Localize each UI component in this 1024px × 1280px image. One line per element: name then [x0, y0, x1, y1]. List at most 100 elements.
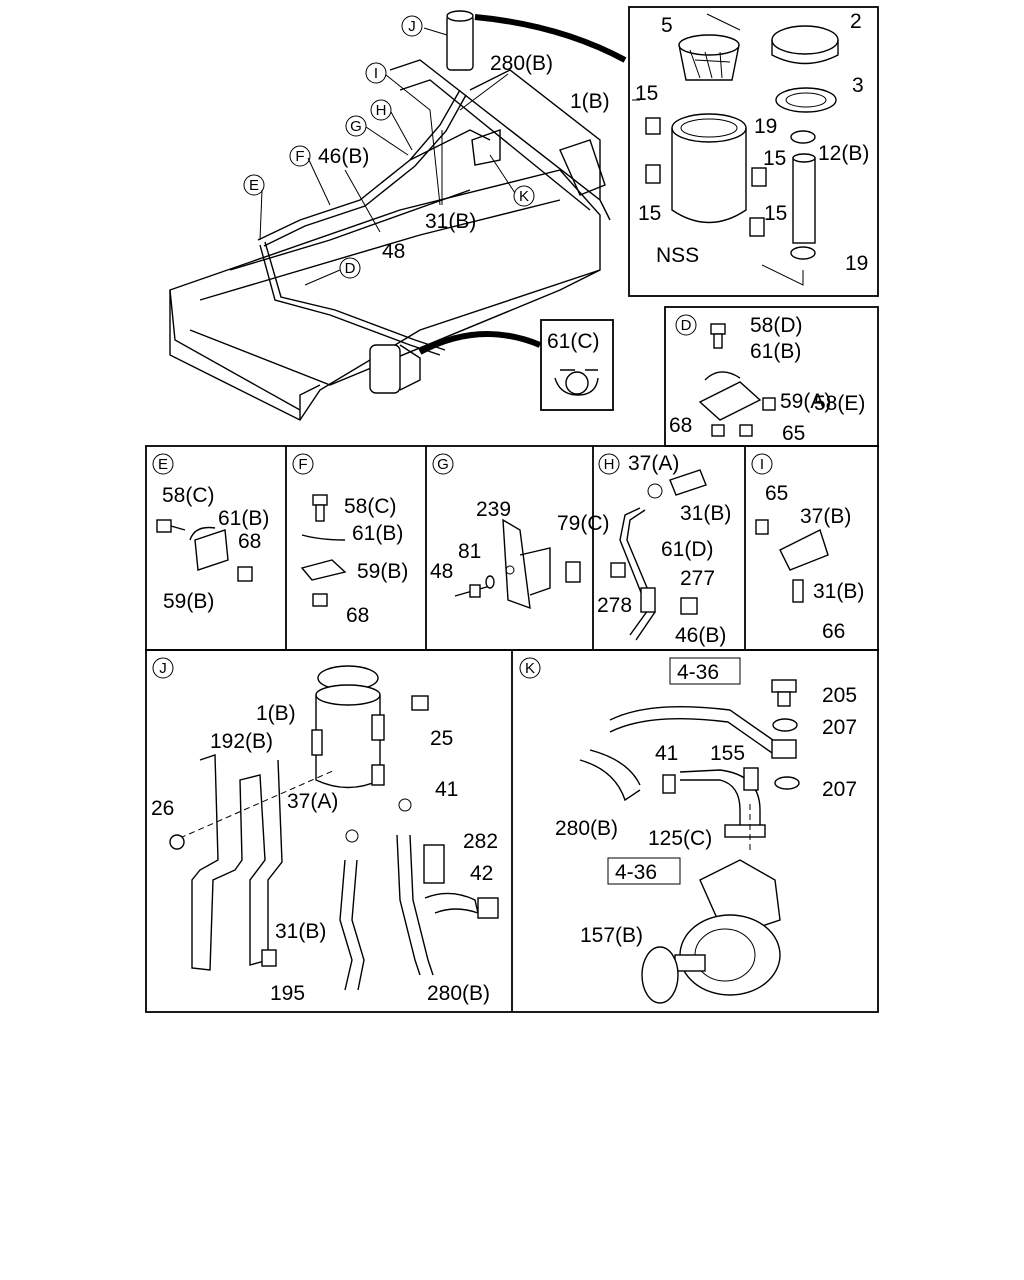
panel-d-label-58d: 58(D) — [750, 314, 803, 337]
svg-text:J: J — [408, 18, 416, 35]
panel-i-label-31b: 31(B) — [813, 580, 864, 603]
panel-i-label-37b: 37(B) — [800, 505, 851, 528]
panel-k-label-207-top: 207 — [822, 716, 857, 739]
label-280b: 280(B) — [490, 52, 553, 75]
svg-text:G: G — [350, 118, 362, 135]
svg-text:I: I — [374, 65, 378, 82]
svg-text:E: E — [249, 177, 259, 194]
panel-e-label-58c: 58(C) — [162, 484, 215, 507]
main-chassis-view: J I H G F E D K 280(B) 46 — [169, 10, 627, 421]
label-1b: 1(B) — [570, 90, 610, 113]
label-48: 48 — [382, 240, 405, 263]
panel-f: F 58(C) 61(B) 59(B) 68 — [292, 453, 408, 627]
panel-h-label-277: 277 — [680, 567, 715, 590]
svg-text:D: D — [681, 317, 692, 334]
label-12b: 12(B) — [818, 142, 869, 165]
panel-k-label-205: 205 — [822, 684, 857, 707]
panel-i: I 65 37(B) 31(B) 66 — [751, 453, 864, 643]
panel-h: H 37(A) 31(B) 61(D) 277 278 46(B) — [597, 452, 731, 647]
label-2: 2 — [850, 10, 862, 33]
panel-k-label-157b: 157(B) — [580, 924, 643, 947]
panel-k-label-155: 155 — [710, 742, 745, 765]
panel-j-label-280b: 280(B) — [427, 982, 490, 1005]
reservoir-detail-box: 1(B) 5 2 3 15 15 15 15 19 19 12(B) NSS — [570, 6, 879, 297]
panel-g: G 239 79(C) 81 48 — [430, 453, 610, 610]
label-15-left: 15 — [638, 202, 661, 225]
panel-j-label-37a: 37(A) — [287, 790, 338, 813]
panel-f-label-61b: 61(B) — [352, 522, 403, 545]
panel-k-label-207-bottom: 207 — [822, 778, 857, 801]
panel-k-label-41: 41 — [655, 742, 678, 765]
panel-g-label-239: 239 — [476, 498, 511, 521]
svg-text:F: F — [298, 456, 307, 473]
svg-text:F: F — [295, 148, 304, 165]
label-15-bottom: 15 — [764, 202, 787, 225]
panel-d-label-68: 68 — [669, 414, 692, 437]
panel-j-label-282: 282 — [463, 830, 498, 853]
panel-g-label-79c: 79(C) — [557, 512, 610, 535]
panel-j: J 1(B) 25 192(B) 26 37(A) 41 282 42 31(B… — [151, 657, 499, 1005]
label-61c: 61(C) — [547, 330, 600, 353]
label-15-top: 15 — [635, 82, 658, 105]
callout-j: J — [401, 15, 423, 37]
panel-j-label-1b: 1(B) — [256, 702, 296, 725]
panel-k-ref-top: 4-36 — [677, 661, 719, 684]
callout-f: F — [289, 145, 311, 167]
panel-j-label-31b: 31(B) — [275, 920, 326, 943]
svg-text:I: I — [760, 456, 764, 473]
panel-d: D 58(D) 61(B) 58(E) 59(A) 68 65 — [664, 306, 879, 447]
label-19-top: 19 — [754, 115, 777, 138]
panels-jk-frame — [145, 649, 879, 1013]
callout-i: I — [365, 62, 387, 84]
panel-g-label-81: 81 — [458, 540, 481, 563]
reference-box-top — [669, 657, 741, 685]
label-46b: 46(B) — [318, 145, 369, 168]
label-15-right: 15 — [763, 147, 786, 170]
svg-text:K: K — [525, 660, 535, 677]
panel-h-label-37a: 37(A) — [628, 452, 679, 475]
panel-f-label-68: 68 — [346, 604, 369, 627]
reference-box-bottom — [607, 857, 681, 885]
label-nss: NSS — [656, 244, 699, 267]
panel-j-label-195: 195 — [270, 982, 305, 1005]
callout-h: H — [370, 99, 392, 121]
panel-i-label-66: 66 — [822, 620, 845, 643]
panel-j-label-26: 26 — [151, 797, 174, 820]
label-5: 5 — [661, 14, 673, 37]
label-19-bottom: 19 — [845, 252, 868, 275]
svg-text:K: K — [519, 188, 529, 205]
panel-h-label-61d: 61(D) — [661, 538, 714, 561]
panel-k-label-280b: 280(B) — [555, 817, 618, 840]
panel-k: K 4-36 4-36 205 207 41 155 207 — [519, 657, 857, 1004]
panel-f-label-58c: 58(C) — [344, 495, 397, 518]
svg-text:H: H — [376, 102, 387, 119]
panel-k-label-125c: 125(C) — [648, 827, 712, 850]
label-31b: 31(B) — [425, 210, 476, 233]
callout-k: K — [513, 185, 535, 207]
panel-i-label-65: 65 — [765, 482, 788, 505]
svg-text:H: H — [604, 456, 615, 473]
panel-j-label-42: 42 — [470, 862, 493, 885]
panel-e-label-61b: 61(B) — [218, 507, 269, 530]
panel-d-label-61b: 61(B) — [750, 340, 801, 363]
panel-h-label-278: 278 — [597, 594, 632, 617]
panel-d-label-65: 65 — [782, 422, 805, 445]
callout-g: G — [345, 115, 367, 137]
svg-text:G: G — [437, 456, 449, 473]
panel-k-ref-bottom: 4-36 — [615, 861, 657, 884]
callout-e: E — [243, 174, 265, 196]
clamp-detail-box: 61(C) — [540, 319, 614, 411]
panel-j-label-192b: 192(B) — [210, 730, 273, 753]
panel-j-label-41: 41 — [435, 778, 458, 801]
panel-g-label-48: 48 — [430, 560, 453, 583]
panel-e: E 58(C) 61(B) 68 59(B) — [152, 453, 269, 613]
panel-d-label-58e: 58(E) — [814, 392, 865, 415]
panel-d-label-59a: 59(A) — [780, 390, 831, 413]
panel-e-label-68: 68 — [238, 530, 261, 553]
svg-text:D: D — [345, 260, 356, 277]
panel-j-label-25: 25 — [430, 727, 453, 750]
label-3: 3 — [852, 74, 864, 97]
callout-d: D — [339, 257, 361, 279]
svg-text:E: E — [158, 456, 168, 473]
